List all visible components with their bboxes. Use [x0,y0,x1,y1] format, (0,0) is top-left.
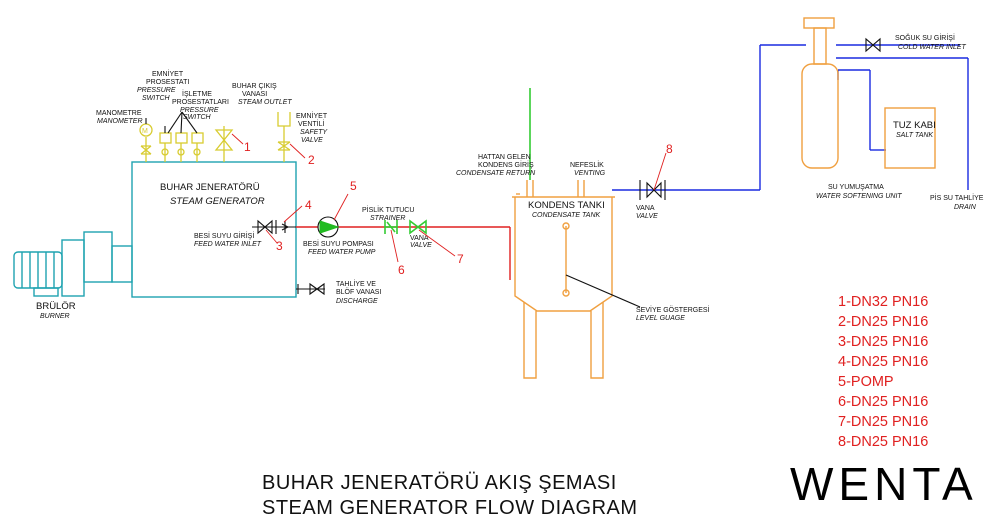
vana2-label: VANA [636,205,655,212]
steam-generator: BUHAR JENERATÖRÜ STEAM GENERATOR [131,161,297,298]
tuz-label: TUZ KABI [893,120,936,131]
seviye-en: LEVEL GUAGE [636,315,685,322]
legend-item-6: 6-DN25 PN16 [838,394,928,410]
condensate-labels: HATTAN GELEN KONDENS GİRİŞ CONDENSATE RE… [456,154,710,322]
emniyet-ventili-en-2: VALVE [301,137,323,144]
emniyet-pressostat-en-1: PRESSURE [137,87,176,94]
pislik: PİSLİK TUTUCU [362,205,414,214]
callout-6: 6 [398,263,405,277]
emniyet-pressostat-1: EMNİYET [152,69,184,78]
buhar-cikis-2: VANASI [242,91,267,98]
water-softening-unit: TUZ KABI SALT TANK SU YUMUŞATMA WATER SO… [801,17,984,211]
generator-label-en: STEAM GENERATOR [170,196,265,207]
hattan-en: CONDENSATE RETURN [456,170,536,177]
isletme-pressostat-2: PROSESTATLARI [172,99,229,106]
svg-text:M: M [142,128,148,135]
callout-8: 8 [666,142,673,156]
pis-label-en: DRAIN [954,204,977,211]
callout-7: 7 [457,252,464,266]
legend-item-3: 3-DN25 PN16 [838,334,928,350]
legend-item-8: 8-DN25 PN16 [838,434,928,450]
hattan-1: HATTAN GELEN [478,154,531,161]
legend-item-4: 4-DN25 PN16 [838,354,928,370]
vana2-label-en: VALVE [636,213,658,220]
besi-pompa: BESİ SUYU POMPASI [303,239,374,248]
isletme-pressostat-en-2: SWITCH [183,114,212,121]
emniyet-ventili-2: VENTİLİ [298,119,325,128]
yumusatma-label: SU YUMUŞATMA [828,184,884,191]
feed-line-labels: BESİ SUYU GİRİŞİ FEED WATER INLET BESİ S… [194,205,432,256]
emniyet-ventili-1: EMNİYET [296,111,328,120]
yumusatma-label-en: WATER SOFTENING UNIT [816,193,902,200]
legend-item-5: 5-POMP [838,374,894,390]
discharge-valve: TAHLİYE VE BLÖF VANASI DISCHARGE [296,279,381,305]
callout-4: 4 [305,198,312,212]
emniyet-pressostat-2: PROSESTATI [146,79,189,86]
besi-suyu-girisi: BESİ SUYU GİRİŞİ [194,231,254,240]
callout-2: 2 [308,153,315,167]
manometre-label: MANOMETRE [96,110,142,117]
kondens-tanki-en: CONDENSATE TANK [532,212,601,219]
buhar-cikis-en: STEAM OUTLET [238,99,292,106]
feed-water-line [252,216,511,280]
generator-top-fittings: M [139,111,291,162]
number-callouts: 1 2 3 4 5 6 7 8 [231,133,673,277]
callout-5: 5 [350,179,357,193]
soguk-label-en: COLD WATER INLET [898,44,967,51]
tahliye-1: TAHLİYE VE [336,279,376,288]
hattan-2: KONDENS GİRİŞ [478,160,534,169]
seviye: SEVİYE GÖSTERGESİ [636,305,710,314]
tahliye-en: DISCHARGE [336,298,378,305]
generator-label-tr: BUHAR JENERATÖRÜ [160,182,260,193]
callout-3: 3 [276,239,283,253]
callout-1: 1 [244,140,251,154]
isletme-pressostat-en-1: PRESSURE [180,107,219,114]
isletme-pressostat-1: İŞLETME [182,89,212,98]
legend-item-7: 7-DN25 PN16 [838,414,928,430]
legend-item-2: 2-DN25 PN16 [838,314,928,330]
kondens-tanki: KONDENS TANKI [528,200,605,211]
fitting-labels: EMNİYET PROSESTATI PRESSURE SWITCH İŞLET… [96,69,329,144]
manometre-label-en: MANOMETER [97,118,143,125]
vana-label-en: VALVE [410,242,432,249]
buhar-cikis-1: BUHAR ÇIKIŞ [232,83,277,90]
water-supply-line: VANA VALVE [612,37,969,220]
soguk-label: SOĞUK SU GİRİŞİ [895,33,955,42]
emniyet-ventili-en-1: SAFETY [300,129,329,136]
tuz-label-en: SALT TANK [896,132,933,139]
burner-label-tr: BRÜLÖR [36,301,76,312]
company-logo: WENTA [790,458,978,510]
pis-label: PİS SU TAHLİYE [930,193,984,202]
tahliye-2: BLÖF VANASI [336,288,381,296]
diagram-title-tr: BUHAR JENERATÖRÜ AKIŞ ŞEMASI [262,472,617,494]
besi-pompa-en: FEED WATER PUMP [308,249,376,256]
emniyet-pressostat-en-2: SWITCH [142,95,171,102]
legend-item-1: 1-DN32 PN16 [838,294,928,310]
burner: BRÜLÖR BURNER [13,231,133,320]
besi-suyu-girisi-en: FEED WATER INLET [194,241,262,248]
condensate-tank: KONDENS TANKI CONDENSATE TANK [512,180,641,379]
nefeslik-en: VENTING [574,170,606,177]
nefeslik: NEFESLİK [570,160,604,169]
pipe-size-legend: 1-DN32 PN16 2-DN25 PN16 3-DN25 PN16 4-DN… [838,294,928,450]
pislik-en: STRAINER [370,215,405,222]
burner-label-en: BURNER [40,313,70,320]
vana-label: VANA [410,235,429,242]
diagram-title-en: STEAM GENERATOR FLOW DIAGRAM [262,497,638,517]
